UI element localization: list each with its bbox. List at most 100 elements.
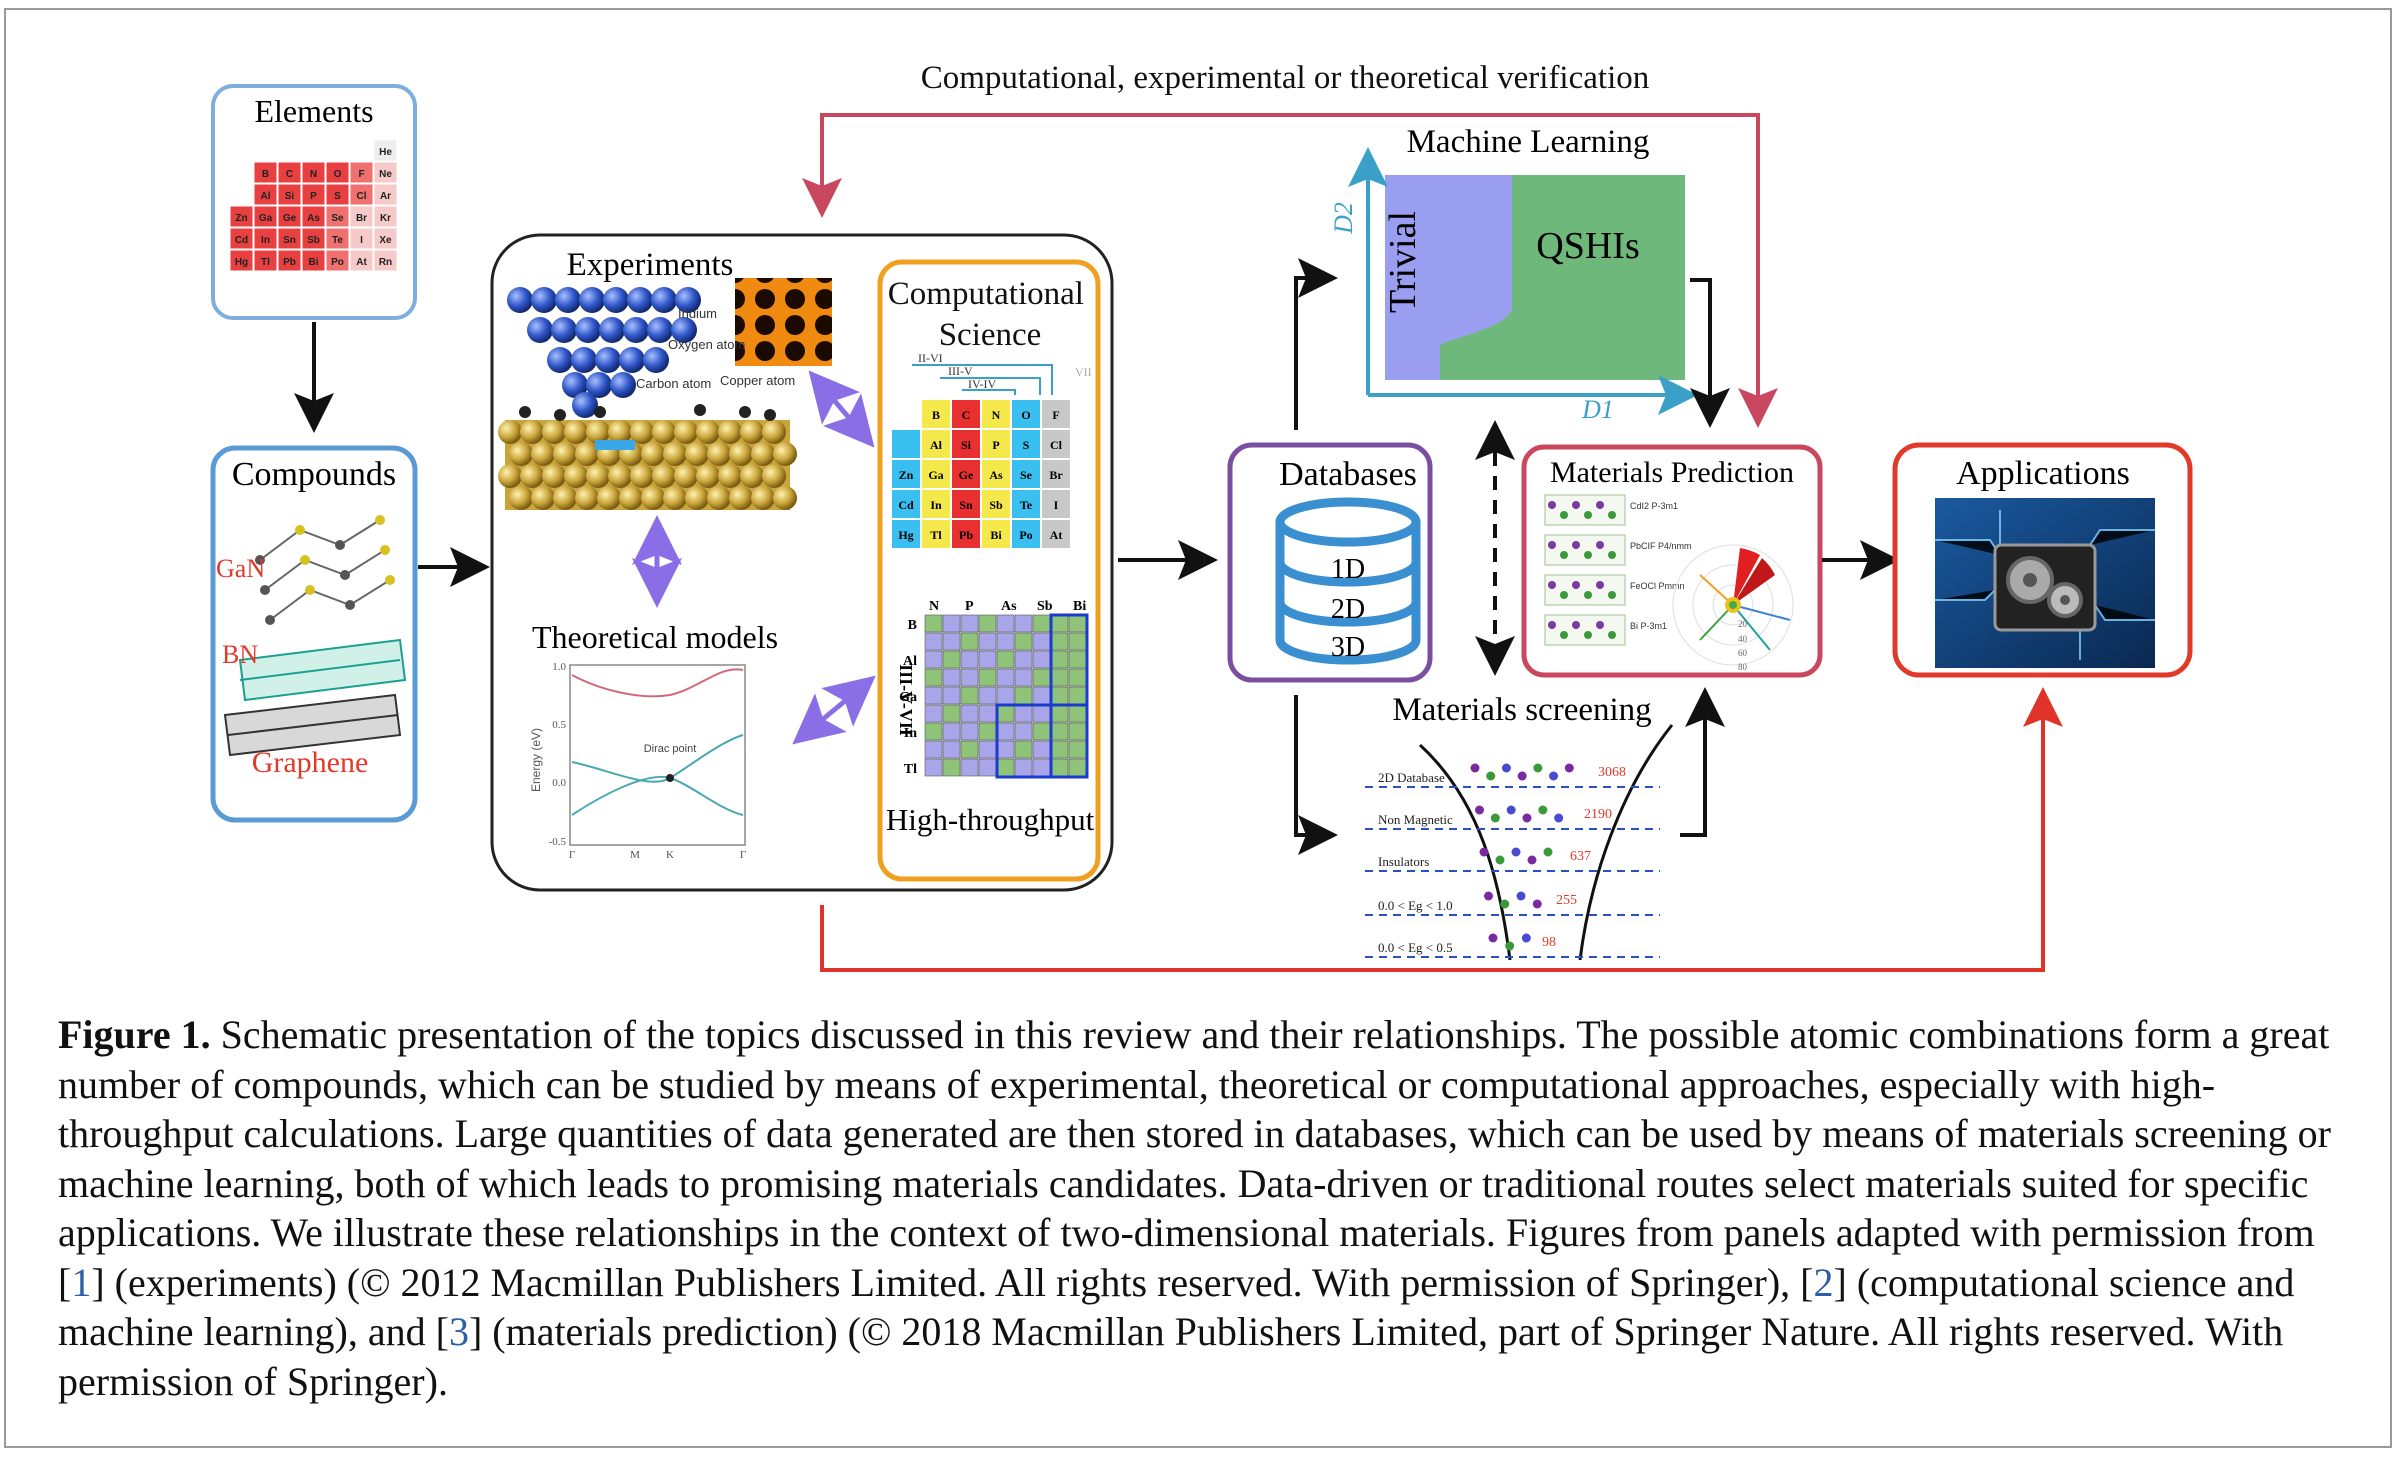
screening-atom [1527, 855, 1537, 865]
screening-title: Materials screening [1392, 692, 1651, 728]
ht-col-label: P [965, 599, 974, 614]
screening-level-count: 637 [1570, 849, 1591, 864]
gold-atom [597, 486, 621, 510]
comp-cell [922, 490, 950, 518]
computational-title: Computational Science [888, 276, 1092, 353]
figure-caption: Figure 1. Schematic presentation of the … [58, 1010, 2348, 1406]
prediction-atom [1584, 551, 1592, 559]
compound-label-gan: GaN [216, 554, 265, 583]
gold-atom [663, 486, 687, 510]
ht-cell [924, 740, 943, 759]
screening-atom [1501, 763, 1511, 773]
ht-cell [1068, 722, 1087, 741]
database-layer-2d: 2D [1331, 594, 1365, 625]
group-label: III-V [948, 364, 973, 378]
ht-row-label: Ga [899, 690, 917, 705]
screening-atom [1516, 891, 1526, 901]
comp-cell [952, 520, 980, 548]
ref-link-1[interactable]: 1 [71, 1259, 92, 1305]
element-symbol: Se [331, 213, 344, 224]
carbon-atom [554, 409, 566, 421]
prediction-atom [1572, 541, 1580, 549]
ht-cell [1014, 668, 1033, 687]
atom-label-copper: Copper atom [720, 373, 795, 388]
ht-cell [1014, 650, 1033, 669]
element-cell [277, 161, 302, 184]
gan-structure [259, 519, 391, 621]
element-cell [349, 183, 374, 206]
ref-link-2[interactable]: 2 [1813, 1259, 1834, 1305]
tip-atom [623, 317, 649, 343]
ht-cell [1050, 686, 1069, 705]
comp-cell [922, 520, 950, 548]
screening-atom [1517, 771, 1527, 781]
comp-symbol: Sn [959, 498, 973, 512]
theory-x-ticks: Γ M K Γ [569, 849, 746, 861]
element-symbol: Ne [379, 169, 392, 180]
svg-text:Γ: Γ [740, 849, 746, 861]
ht-cell [1068, 740, 1087, 759]
ht-cell [1050, 758, 1069, 777]
element-cell [229, 249, 254, 272]
comp-symbol: Se [1020, 468, 1033, 482]
experiments-title: Experiments [567, 247, 734, 283]
tip-atom [527, 317, 553, 343]
gold-atom [608, 464, 632, 488]
ht-cell [1050, 614, 1069, 633]
comp-cell [982, 400, 1010, 428]
gan-atom [375, 515, 385, 525]
comp-cell [952, 490, 980, 518]
ht-cell [996, 668, 1015, 687]
ht-cell [996, 650, 1015, 669]
gold-atom [685, 442, 709, 466]
group-label: IV-IV [968, 377, 997, 391]
ht-cell [1014, 758, 1033, 777]
element-cell [325, 183, 350, 206]
gold-atom [553, 442, 577, 466]
theory-y-ticks: 1.0 0.5 0.0 -0.5 [549, 661, 567, 848]
gan-atom [305, 585, 315, 595]
prediction-atom [1572, 501, 1580, 509]
gan-atom [255, 555, 265, 565]
element-cell [349, 205, 374, 228]
prediction-atom [1560, 511, 1568, 519]
ml-title: Machine Learning [1407, 124, 1650, 160]
prediction-atom [1548, 501, 1556, 509]
comp-cell [892, 490, 920, 518]
element-symbol: Sn [283, 235, 296, 246]
gold-atom [729, 442, 753, 466]
dirac-point-marker [666, 774, 674, 782]
carbon-atom [594, 406, 606, 418]
comp-symbol: Sb [989, 498, 1003, 512]
comp-symbol: Br [1049, 468, 1063, 482]
prediction-atom [1548, 621, 1556, 629]
gold-atom [685, 486, 709, 510]
element-cell [373, 249, 398, 272]
prediction-structure [1544, 494, 1626, 526]
prediction-entry-label: PbCIF P4/nmm [1630, 541, 1692, 551]
prediction-atom [1608, 551, 1616, 559]
gan-atom [340, 570, 350, 580]
screening-atom [1470, 763, 1480, 773]
prediction-entry-label: FeOCl Pmmn [1630, 581, 1685, 591]
gold-atom [773, 442, 797, 466]
gold-atom [718, 464, 742, 488]
element-symbol: Te [332, 235, 343, 246]
ht-cell [996, 704, 1015, 723]
caption-text-1: Schematic presentation of the topics dis… [58, 1012, 2331, 1305]
svg-text:M: M [630, 849, 640, 861]
gold-atom [674, 464, 698, 488]
ht-cell [978, 704, 997, 723]
screening-atom [1554, 813, 1564, 823]
gold-atom [575, 486, 599, 510]
ht-cell [978, 668, 997, 687]
screening-atom [1538, 805, 1548, 815]
comp-cell [892, 430, 920, 458]
tip-atom [579, 287, 605, 313]
element-symbol: At [356, 257, 367, 268]
gold-atom [663, 442, 687, 466]
ref-link-3[interactable]: 3 [448, 1309, 469, 1354]
